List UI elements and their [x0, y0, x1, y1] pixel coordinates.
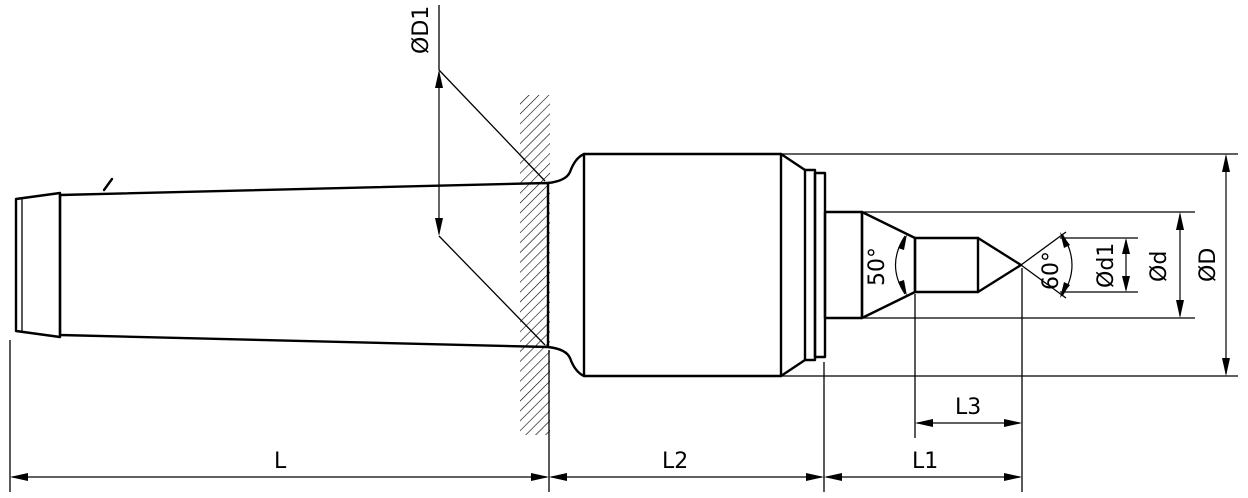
angle-label-60: 60° [1039, 251, 1064, 290]
center-tip [823, 210, 1023, 320]
dim-label-L3: L3 [955, 395, 981, 420]
dimension-lines [10, 70, 1230, 481]
dim-label-L: L [274, 449, 287, 474]
dim-label-d1: Ød1 [1094, 243, 1119, 288]
neck-groove [546, 152, 586, 378]
angle-label-50: 50° [865, 247, 890, 286]
dim-label-D1: ØD1 [409, 6, 434, 54]
bearing-body [582, 152, 827, 378]
dim-label-L2: L2 [662, 449, 688, 474]
spindle-wall-hatch [520, 95, 550, 435]
angle-arcs [895, 231, 1073, 299]
dim-label-d: Ød [1147, 251, 1172, 282]
d1-construction-lines [438, 5, 546, 346]
dim-label-D: ØD [1196, 248, 1221, 282]
extension-lines [9, 153, 1238, 492]
taper-shank [14, 177, 550, 349]
dim-label-L1: L1 [912, 449, 938, 474]
